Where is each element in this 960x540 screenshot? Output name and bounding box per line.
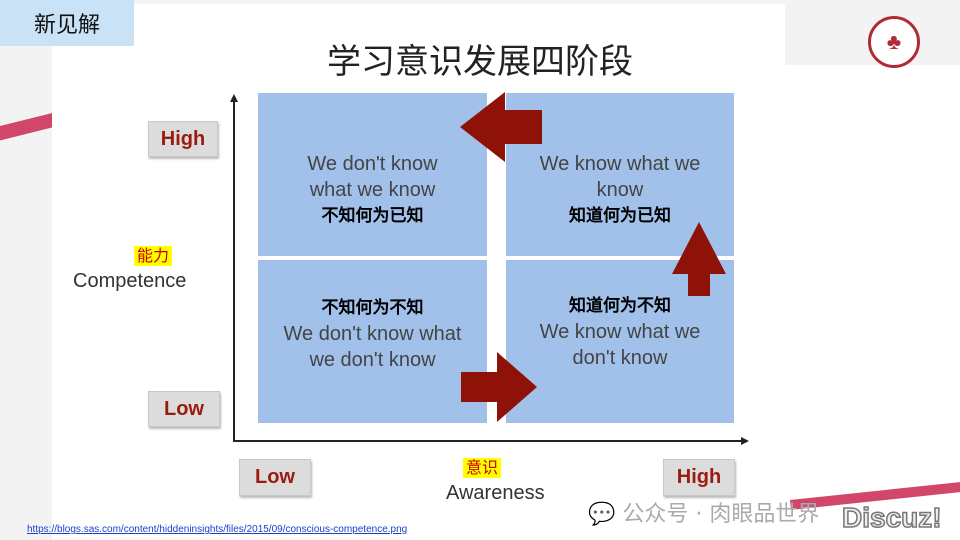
y-axis-label: Competence [73, 270, 187, 292]
x-axis-label-cn: 意识 [463, 458, 502, 478]
y-low-label: Low [148, 391, 220, 427]
y-axis [233, 100, 235, 442]
section-tag: 新见解 [0, 0, 134, 46]
quadrant-bottom-right: 知道何为不知 We know what we don't know [506, 260, 734, 423]
quadrant-text: We know what we know [539, 153, 701, 201]
university-logo: ♣ [868, 16, 920, 68]
watermark: 💬 公众号 · 肉眼品世界 [588, 502, 819, 528]
quadrant-text-cn: 知道何为不知 [569, 296, 671, 316]
quadrant-text-cn: 不知何为已知 [321, 206, 424, 226]
quadrant-top-left: We don't know what we know 不知何为已知 [258, 93, 487, 256]
quadrant-text-cn: 不知何为不知 [321, 298, 424, 318]
quadrant-text: We don't know what we know [307, 153, 438, 201]
x-axis-label: Awareness [446, 482, 545, 504]
y-axis-label-cn: 能力 [134, 246, 173, 266]
source-link[interactable]: https://blogs.sas.com/content/hiddeninsi… [27, 524, 408, 535]
arrow-up-icon [672, 222, 726, 296]
x-high-label: High [663, 459, 735, 496]
x-axis [233, 440, 743, 442]
arrow-left-icon [460, 92, 542, 162]
watermark-text: 公众号 · 肉眼品世界 [622, 502, 820, 527]
quadrant-bottom-left: 不知何为不知 We don't know what we don't know [258, 260, 487, 423]
page-title: 学习意识发展四阶段 [327, 42, 633, 82]
x-axis-arrow-icon [741, 437, 749, 445]
right-background [785, 65, 960, 540]
quadrant-text-cn: 知道何为已知 [569, 206, 671, 226]
quadrant-text: We don't know what we don't know [283, 323, 462, 371]
wechat-icon: 💬 [588, 502, 616, 527]
discuz-watermark: Discuz! [841, 501, 942, 534]
quadrant-text: We know what we don't know [539, 321, 701, 369]
x-low-label: Low [239, 459, 311, 496]
y-high-label: High [148, 121, 218, 157]
y-axis-arrow-icon [230, 94, 238, 102]
arrow-right-icon [461, 352, 537, 422]
